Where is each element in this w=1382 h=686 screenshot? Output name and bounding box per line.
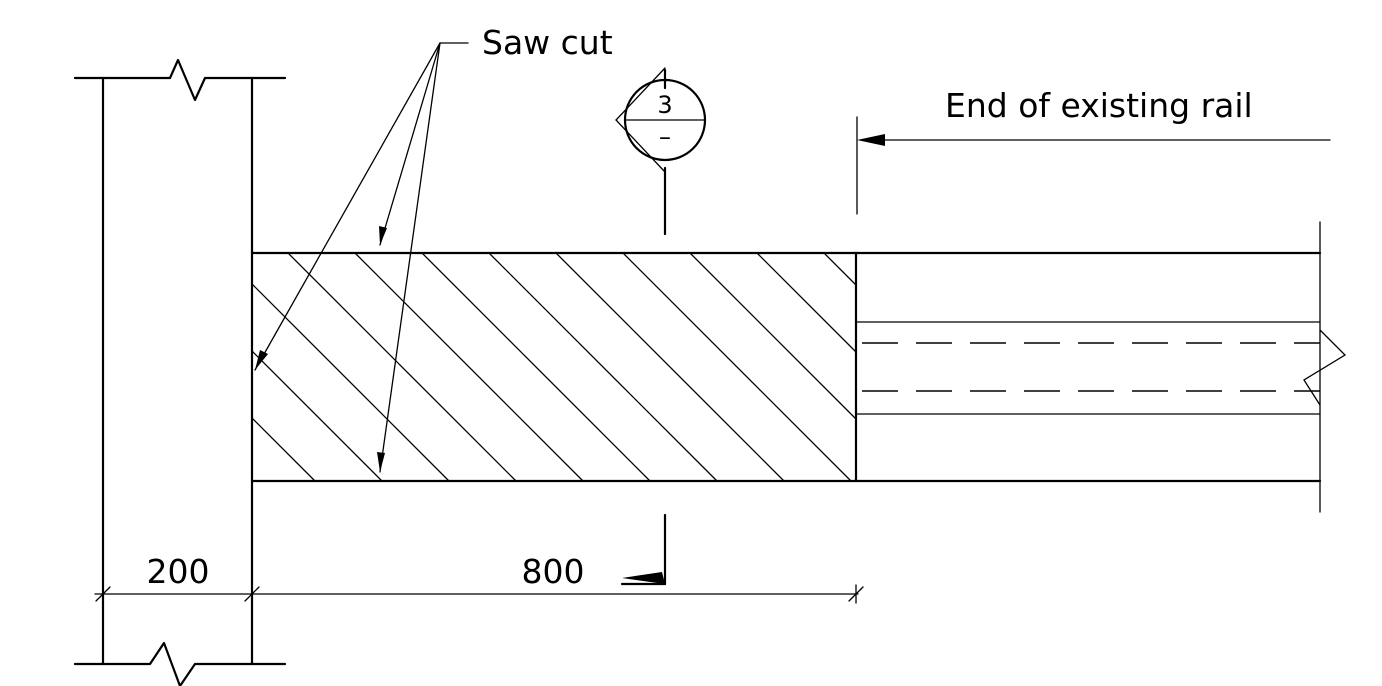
end-of-rail-callout: End of existing rail — [856, 86, 1331, 215]
section-cut-arrow — [620, 513, 667, 586]
existing-rail — [855, 221, 1347, 513]
saw-cut-callout: Saw cut — [254, 23, 613, 473]
dimension-200: 200 — [147, 552, 210, 591]
end-of-rail-label: End of existing rail — [945, 86, 1253, 125]
section-marker: 3 – — [615, 67, 707, 236]
wall-break-top — [73, 58, 287, 102]
section-number: 3 — [657, 91, 672, 119]
hatching — [251, 252, 857, 482]
saw-cut-label: Saw cut — [482, 23, 613, 62]
saw-cut-region — [250, 251, 1322, 483]
section-sheet: – — [659, 123, 671, 151]
dimension-800: 800 — [522, 552, 585, 591]
wall-break-bottom — [73, 641, 287, 686]
rail-break — [1303, 329, 1347, 406]
dimensions: 200 800 — [94, 552, 864, 604]
wall — [73, 58, 287, 686]
